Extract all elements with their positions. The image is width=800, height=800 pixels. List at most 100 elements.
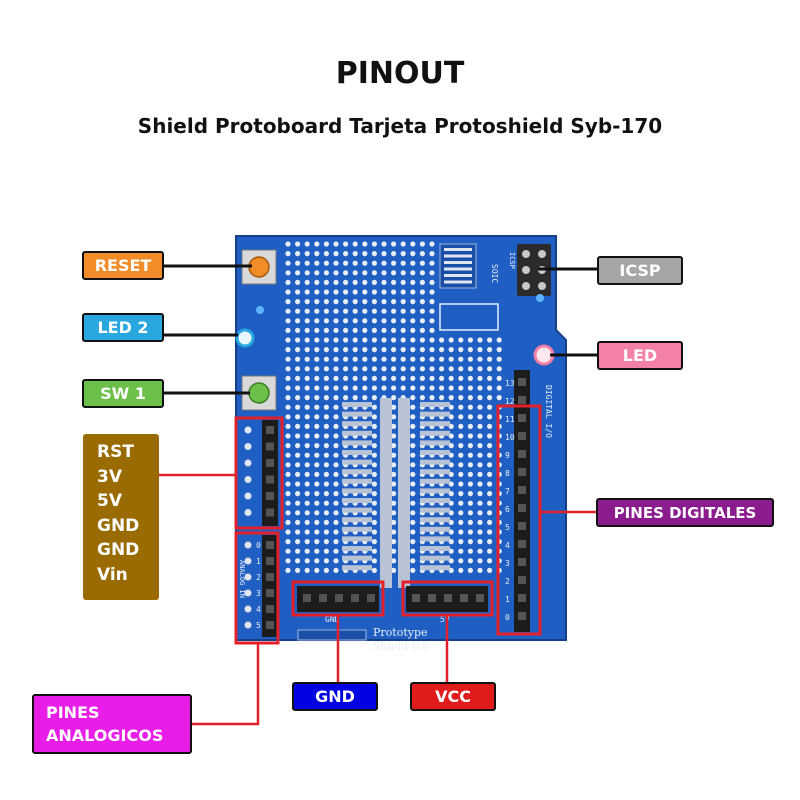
- perf-hole: [410, 481, 416, 487]
- perf-hole: [458, 347, 464, 353]
- perf-hole: [391, 375, 397, 381]
- silk-bottom-pad: [297, 629, 367, 641]
- perf-hole: [410, 395, 416, 401]
- perf-hole: [323, 567, 329, 574]
- soic-pad: [444, 267, 472, 271]
- header-pin: [266, 541, 274, 549]
- power-pins-label: RST 3V 5V GND GND Vin: [83, 434, 159, 600]
- silk-soic: SOIC: [490, 264, 499, 283]
- perf-hole: [323, 433, 329, 439]
- strip: [342, 402, 372, 407]
- perf-hole: [314, 443, 320, 449]
- perf-hole: [323, 270, 329, 276]
- strip: [342, 565, 372, 571]
- perf-hole: [352, 366, 358, 372]
- perf-hole: [410, 423, 416, 429]
- perf-hole: [467, 491, 473, 497]
- perf-hole: [400, 299, 406, 305]
- strip: [342, 421, 372, 427]
- perf-hole: [323, 375, 329, 381]
- perf-hole: [429, 385, 435, 391]
- digital-pin-number: 13: [505, 379, 515, 388]
- header-pin: [266, 442, 274, 451]
- sw1-label: SW 1: [82, 379, 164, 408]
- perf-hole: [352, 241, 358, 247]
- perf-hole: [362, 289, 368, 295]
- perf-hole: [439, 337, 445, 343]
- perf-hole: [467, 510, 473, 516]
- perf-hole: [477, 375, 483, 381]
- perf-hole: [400, 337, 406, 343]
- perf-hole: [410, 241, 416, 247]
- perf-hole: [487, 548, 493, 554]
- perf-hole: [362, 395, 368, 401]
- perf-hole: [371, 356, 377, 362]
- pines-analogicos-label: PINES ANALOGICOS: [32, 694, 192, 754]
- perf-hole: [487, 452, 493, 458]
- perf-hole: [333, 414, 339, 420]
- silk-gnd: GND: [325, 615, 340, 624]
- perf-hole: [400, 270, 406, 276]
- digital-pin-number: 1: [505, 595, 510, 604]
- perf-hole: [343, 356, 349, 362]
- perf-hole: [371, 423, 377, 429]
- perf-hole: [391, 356, 397, 362]
- header-pin: [303, 594, 311, 602]
- perf-hole: [295, 347, 301, 353]
- perf-hole: [410, 414, 416, 420]
- perf-hole: [314, 366, 320, 372]
- header-pin: [266, 459, 274, 467]
- digital-pin-number: 11: [505, 415, 515, 424]
- perf-hole: [285, 529, 291, 535]
- perf-hole: [477, 529, 483, 535]
- perf-hole: [295, 510, 301, 516]
- perf-hole: [487, 481, 493, 487]
- perf-hole: [410, 318, 416, 324]
- perf-hole: [304, 481, 310, 487]
- perf-hole: [304, 375, 310, 381]
- perf-hole: [304, 251, 310, 257]
- perf-hole: [410, 289, 416, 295]
- perf-hole: [467, 375, 473, 381]
- perf-hole: [304, 433, 310, 439]
- perf-hole: [496, 356, 502, 362]
- perf-hole: [295, 395, 301, 401]
- perf-hole: [314, 347, 320, 353]
- perf-hole: [487, 500, 493, 506]
- perf-hole: [371, 366, 377, 372]
- perf-hole: [410, 452, 416, 458]
- pad: [244, 492, 252, 500]
- perf-hole: [285, 241, 291, 247]
- pad: [244, 573, 252, 581]
- header-pin: [476, 594, 484, 602]
- perf-hole: [371, 347, 377, 353]
- perf-hole: [458, 443, 464, 449]
- perf-hole: [314, 395, 320, 401]
- perf-hole: [439, 347, 445, 353]
- digital-pin-number: 7: [505, 487, 510, 496]
- perf-hole: [323, 443, 329, 449]
- strip: [342, 440, 372, 446]
- perf-hole: [410, 347, 416, 353]
- perf-hole: [323, 251, 329, 257]
- strip: [420, 546, 450, 551]
- perf-hole: [314, 548, 320, 554]
- perf-hole: [304, 491, 310, 497]
- icsp-pin: [522, 250, 530, 258]
- perf-hole: [400, 318, 406, 324]
- perf-hole: [391, 366, 397, 372]
- perf-hole: [314, 500, 320, 506]
- perf-hole: [467, 414, 473, 420]
- perf-hole: [419, 347, 425, 353]
- perf-hole: [391, 241, 397, 247]
- digital-highlight: [496, 404, 542, 636]
- strip: [342, 488, 372, 494]
- perf-hole: [295, 404, 301, 410]
- perf-hole: [458, 481, 464, 487]
- perf-hole: [439, 385, 445, 391]
- perf-hole: [400, 241, 406, 247]
- perf-hole: [323, 510, 329, 516]
- pad: [244, 621, 252, 629]
- perf-hole: [467, 558, 473, 564]
- perf-hole: [295, 270, 301, 276]
